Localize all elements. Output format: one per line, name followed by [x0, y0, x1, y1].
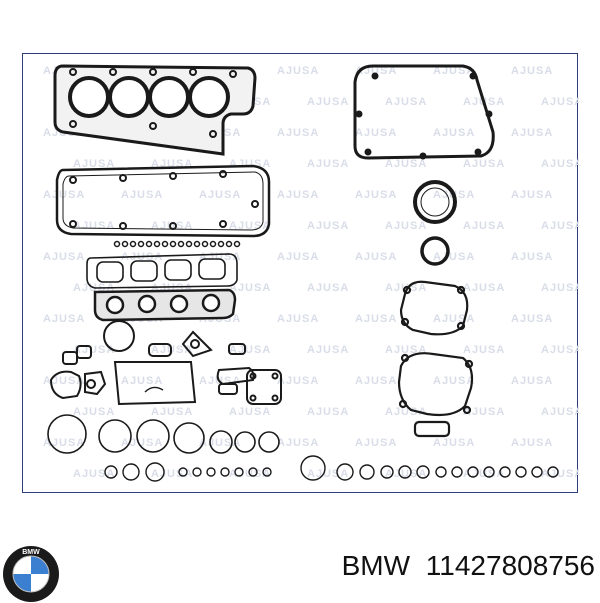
watermark-text: AJUSA [121, 437, 163, 449]
watermark-text: AJUSA [73, 158, 115, 170]
intake-manifold-gasket [86, 253, 238, 289]
watermark-text: AJUSA [277, 65, 319, 77]
camshaft-seal [420, 236, 450, 266]
watermark-text: AJUSA [541, 282, 579, 294]
watermark-text: AJUSA [433, 65, 475, 77]
watermark-text: AJUSA [385, 406, 427, 418]
watermark-text: AJUSA [355, 189, 397, 201]
watermark-text: AJUSA [307, 406, 349, 418]
watermark-text: AJUSA [151, 406, 193, 418]
o-rings-row-1 [47, 414, 280, 454]
watermark-text: AJUSA [121, 189, 163, 201]
watermark-text: AJUSA [307, 158, 349, 170]
watermark-text: AJUSA [511, 65, 553, 77]
watermark-text: AJUSA [229, 220, 271, 232]
watermark-text: AJUSA [541, 406, 579, 418]
watermark-text: AJUSA [355, 437, 397, 449]
bmw-logo-letters: BMW [22, 549, 40, 556]
watermark-text: AJUSA [151, 220, 193, 232]
exhaust-manifold-gasket [93, 288, 237, 322]
brand-name: BMW [341, 550, 410, 581]
watermark-text: AJUSA [277, 437, 319, 449]
watermark-text: AJUSA [355, 127, 397, 139]
watermark-text: AJUSA [121, 375, 163, 387]
oil-pan-gasket [353, 64, 495, 160]
watermark-text: AJUSA [277, 189, 319, 201]
watermark-text: AJUSA [541, 220, 579, 232]
watermark-text: AJUSA [541, 158, 579, 170]
watermark-text: AJUSA [511, 437, 553, 449]
watermark-text: AJUSA [229, 282, 271, 294]
watermark-text: AJUSA [73, 468, 115, 480]
watermark-text: AJUSA [541, 344, 579, 356]
watermark-text: AJUSA [385, 220, 427, 232]
watermark-text: AJUSA [385, 158, 427, 170]
watermark-text: AJUSA [277, 313, 319, 325]
watermark-text: AJUSA [433, 313, 475, 325]
seal-row [113, 240, 241, 248]
watermark-text: AJUSA [511, 127, 553, 139]
bmw-logo: BMW [3, 546, 59, 602]
watermark-text: AJUSA [307, 468, 349, 480]
watermark-text: AJUSA [43, 189, 85, 201]
head-gasket [53, 64, 257, 156]
crankshaft-seal [413, 180, 457, 224]
watermark-text: AJUSA [151, 468, 193, 480]
watermark-text: AJUSA [277, 251, 319, 263]
watermark-text: AJUSA [385, 96, 427, 108]
watermark-text: AJUSA [463, 282, 505, 294]
watermark-text: AJUSA [73, 220, 115, 232]
watermark-text: AJUSA [277, 375, 319, 387]
watermark-text: AJUSA [277, 127, 319, 139]
watermark-text: AJUSA [385, 468, 427, 480]
product-footer: BMW BMW 11427808756 [0, 520, 600, 602]
watermark-text: AJUSA [463, 406, 505, 418]
watermark-text: AJUSA [463, 220, 505, 232]
watermark-text: AJUSA [43, 251, 85, 263]
watermark-text: AJUSA [307, 282, 349, 294]
watermark-text: AJUSA [307, 96, 349, 108]
watermark-text: AJUSA [229, 406, 271, 418]
watermark-text: AJUSA [43, 313, 85, 325]
valve-cover-gasket [55, 164, 271, 238]
watermark-text: AJUSA [541, 96, 579, 108]
watermark-text: AJUSA [463, 158, 505, 170]
watermark-text: AJUSA [511, 313, 553, 325]
watermark-text: AJUSA [511, 189, 553, 201]
watermark-text: AJUSA [73, 406, 115, 418]
watermark-text: AJUSA [541, 468, 579, 480]
watermark-text: AJUSA [307, 220, 349, 232]
watermark-text: AJUSA [199, 189, 241, 201]
watermark-text: AJUSA [463, 344, 505, 356]
o-rings-row-2 [104, 455, 559, 482]
watermark-text: AJUSA [433, 437, 475, 449]
watermark-text: AJUSA [511, 375, 553, 387]
part-number: 11427808756 [425, 550, 595, 581]
watermark-text: AJUSA [433, 251, 475, 263]
water-pump-gasket [397, 280, 474, 438]
watermark-text: AJUSA [43, 437, 85, 449]
watermark-text: AJUSA [307, 344, 349, 356]
misc-gaskets [49, 320, 282, 406]
watermark-text: AJUSA [229, 158, 271, 170]
watermark-text: AJUSA [355, 251, 397, 263]
watermark-text: AJUSA [433, 375, 475, 387]
watermark-text: AJUSA [355, 313, 397, 325]
watermark-text: AJUSA [511, 251, 553, 263]
part-caption: BMW 11427808756 [300, 550, 595, 582]
watermark-text: AJUSA [433, 127, 475, 139]
watermark-text: AJUSA [199, 437, 241, 449]
watermark-text: AJUSA [355, 375, 397, 387]
